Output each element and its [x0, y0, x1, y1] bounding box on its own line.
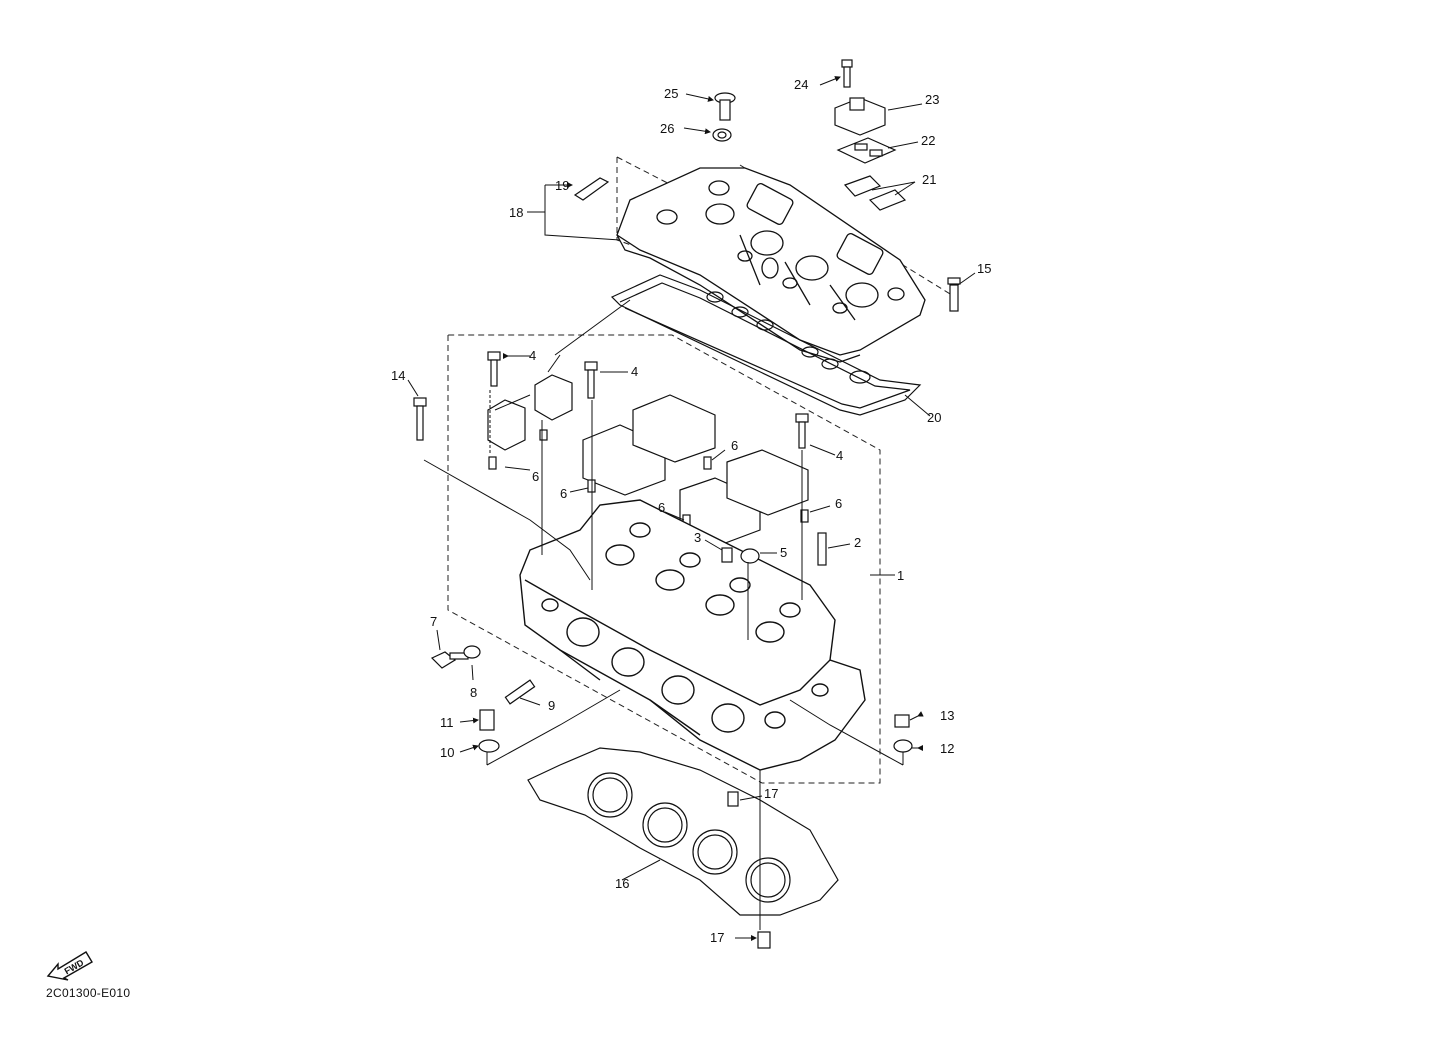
callout-10: 10: [440, 745, 454, 760]
valve-cover: [616, 167, 926, 363]
callout-4c: 4: [836, 448, 843, 463]
callout-4a: 4: [529, 348, 536, 363]
callout-11: 11: [440, 715, 454, 730]
callout-16: 16: [615, 876, 629, 891]
callout-15: 15: [977, 261, 991, 276]
callout-26: 26: [660, 121, 674, 136]
spark-plug-15: [947, 277, 961, 312]
callout-22: 22: [921, 133, 935, 148]
callout-1: 1: [897, 568, 904, 583]
breather-cover-23: [834, 97, 886, 136]
callout-3: 3: [694, 530, 701, 545]
valve-cover-gasket: [610, 274, 922, 416]
camshaft-caps: [487, 374, 809, 546]
callout-6e: 6: [835, 496, 842, 511]
callout-6b: 6: [731, 438, 738, 453]
callout-13: 13: [940, 708, 954, 723]
callout-7: 7: [430, 614, 437, 629]
breather-gasket-22: [836, 137, 897, 164]
plate-19: [573, 177, 610, 201]
callout-18: 18: [509, 205, 523, 220]
callout-19: 19: [555, 178, 569, 193]
callout-14: 14: [391, 368, 405, 383]
callout-12: 12: [940, 741, 954, 756]
cylinder-head-small-parts: [430, 532, 913, 753]
diagram-code: 2C01300-E010: [46, 986, 131, 1000]
callout-6d: 6: [658, 500, 665, 515]
bolt-25: [714, 92, 736, 121]
callout-6a: 6: [532, 469, 539, 484]
callout-6c: 6: [560, 486, 567, 501]
bolt-24: [841, 59, 853, 88]
callout-2: 2: [854, 535, 861, 550]
callout-24: 24: [794, 77, 808, 92]
cylinder-head-gasket: [527, 747, 839, 949]
leader-lines: [407, 76, 976, 941]
callout-5: 5: [780, 545, 787, 560]
callout-17b: 17: [710, 930, 724, 945]
callout-21: 21: [922, 172, 936, 187]
callout-20: 20: [927, 410, 941, 425]
washer-26: [712, 128, 732, 142]
callout-8: 8: [470, 685, 477, 700]
cylinder-head: [519, 499, 866, 771]
bolts-and-dowels: [413, 351, 809, 528]
callout-17a: 17: [764, 786, 778, 801]
forward-arrow-icon: FWD: [46, 951, 93, 981]
callout-4b: 4: [631, 364, 638, 379]
reed-valve-21: [843, 175, 907, 211]
callout-9: 9: [548, 698, 555, 713]
callout-25: 25: [664, 86, 678, 101]
callout-23: 23: [925, 92, 939, 107]
callout-labels: 1 2 3 4 4 4 5 6 6 6 6 6 7 8 9 10 11 12 1…: [391, 77, 991, 945]
